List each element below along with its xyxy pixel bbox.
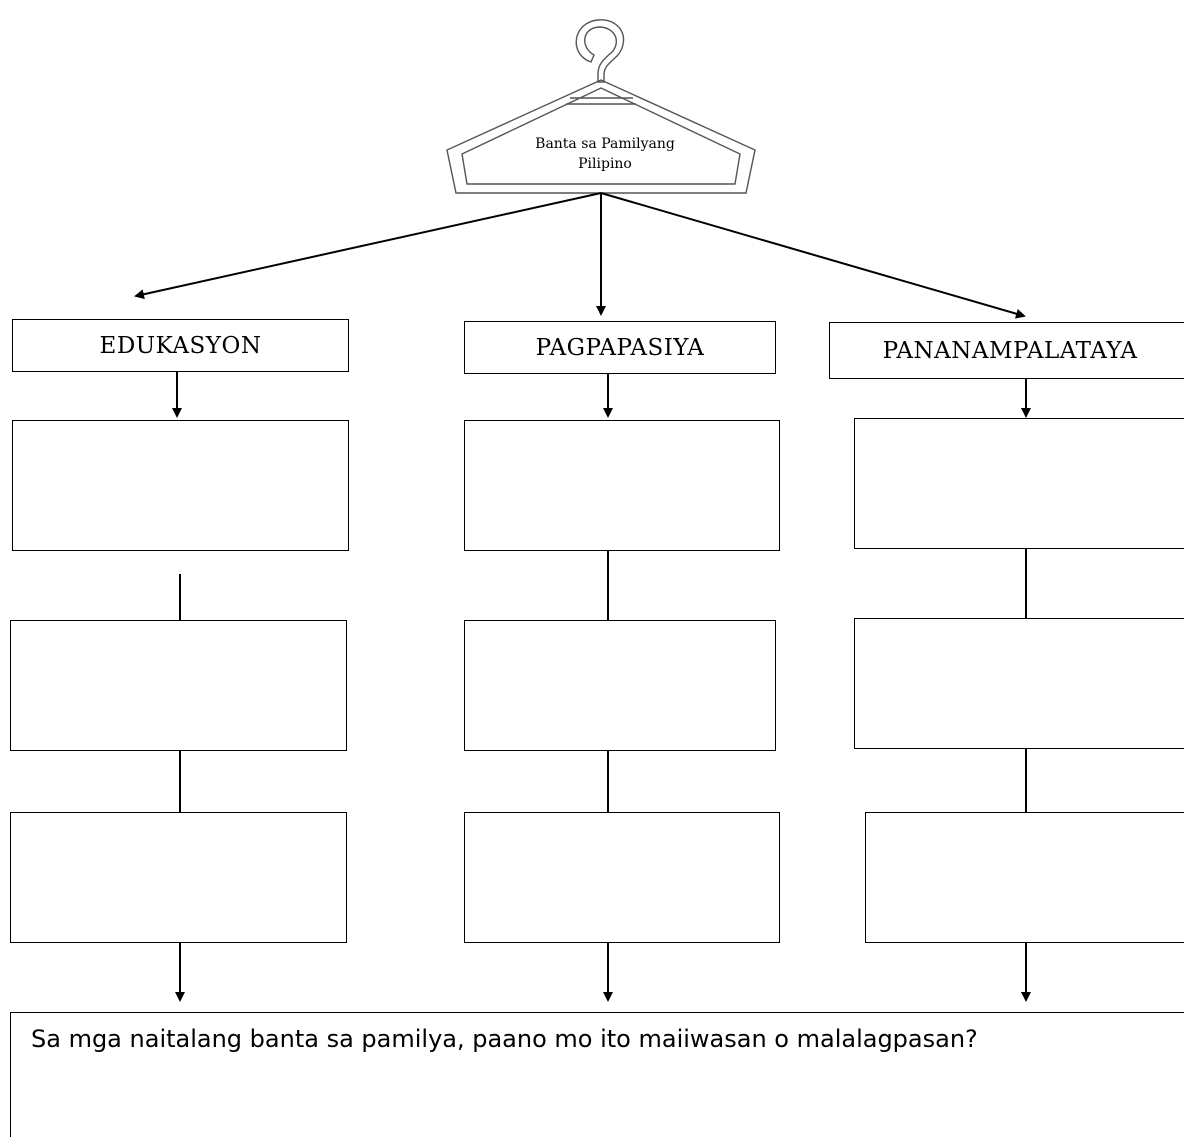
category-pananampalataya: PANANAMPALATAYA: [829, 322, 1184, 379]
answer-box-pananampalataya-2[interactable]: [854, 618, 1184, 749]
hanger-title-line1: Banta sa Pamilyang: [535, 136, 675, 152]
answer-box-pagpapasiya-3[interactable]: [464, 812, 780, 943]
hanger-title: Banta sa Pamilyang Pilipino: [500, 134, 710, 174]
reflection-prompt-box[interactable]: Sa mga naitalang banta sa pamilya, paano…: [10, 1012, 1184, 1137]
answer-box-pagpapasiya-1[interactable]: [464, 420, 780, 551]
reflection-prompt-text: Sa mga naitalang banta sa pamilya, paano…: [31, 1025, 978, 1053]
answer-box-edukasyon-2[interactable]: [10, 620, 347, 751]
arrow-to-pananampalataya: [600, 192, 1026, 319]
answer-box-pananampalataya-3[interactable]: [865, 812, 1184, 943]
category-edukasyon: EDUKASYON: [12, 319, 349, 372]
answer-box-edukasyon-1[interactable]: [12, 420, 349, 551]
hanger-title-line2: Pilipino: [578, 156, 632, 172]
arrow-to-edukasyon: [134, 192, 602, 300]
answer-box-edukasyon-3[interactable]: [10, 812, 347, 943]
answer-box-pananampalataya-1[interactable]: [854, 418, 1184, 549]
answer-box-pagpapasiya-2[interactable]: [464, 620, 776, 751]
category-pagpapasiya: PAGPAPASIYA: [464, 321, 776, 374]
